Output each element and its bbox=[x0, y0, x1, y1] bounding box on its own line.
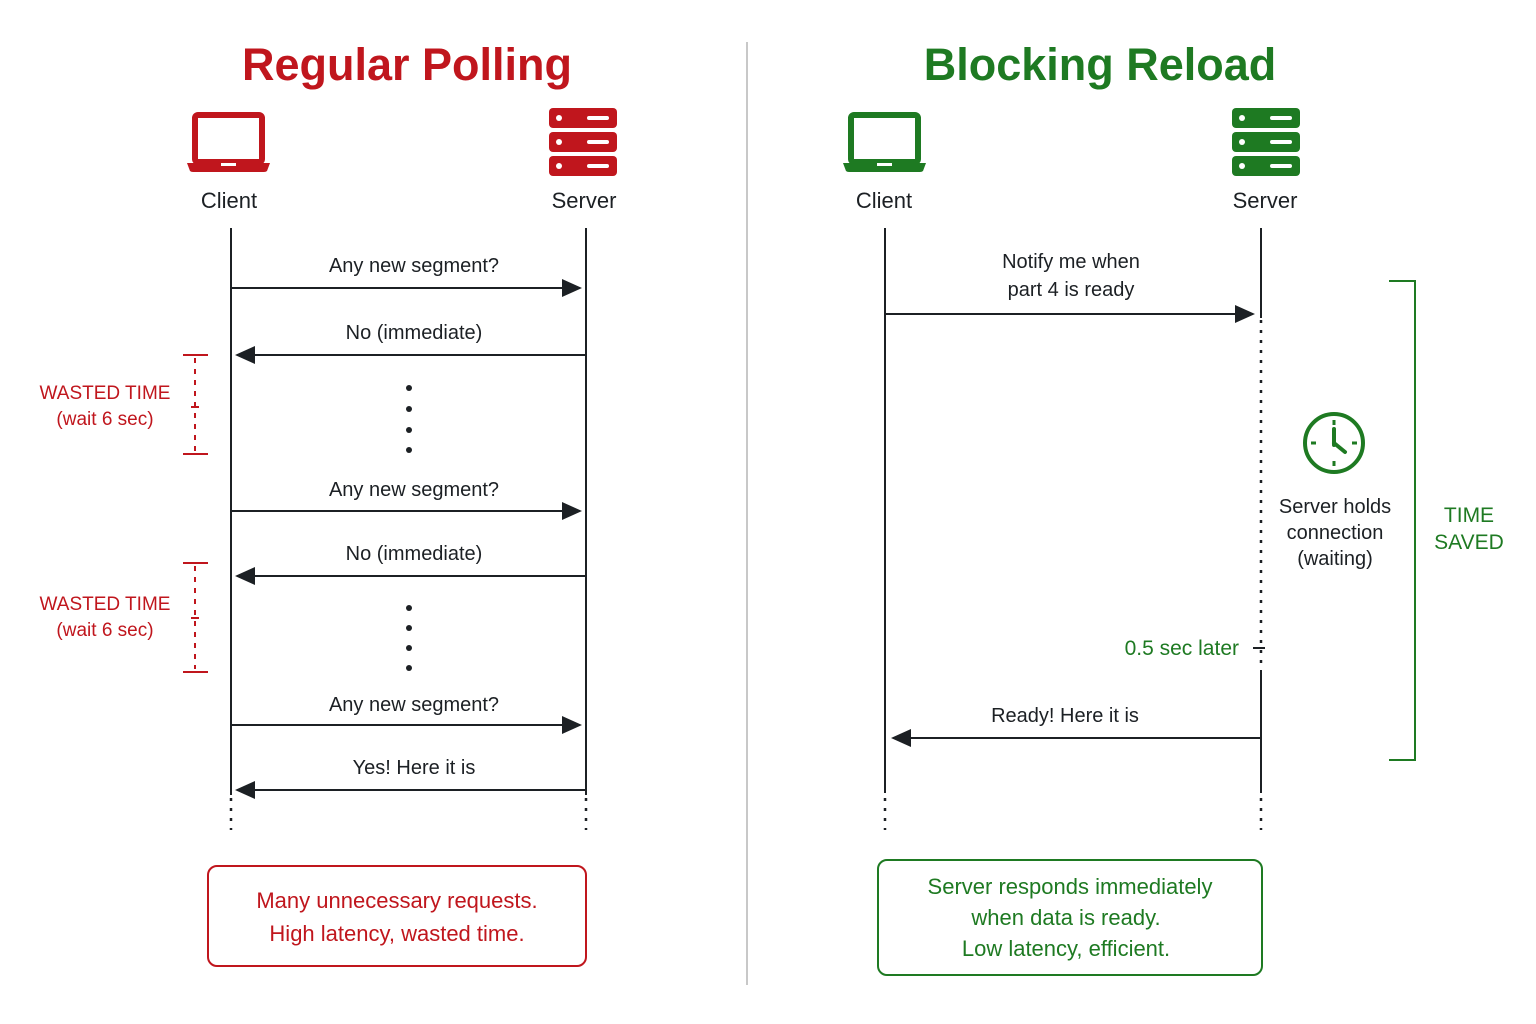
left-title: Regular Polling bbox=[242, 39, 572, 90]
left-message-3: Any new segment? bbox=[329, 479, 499, 501]
left-message-6: Yes! Here it is bbox=[353, 757, 476, 779]
wasted-time-label-1: WASTED TIME bbox=[40, 383, 171, 404]
wasted-time-bracket-2 bbox=[183, 562, 208, 673]
later-label: 0.5 sec later bbox=[1125, 637, 1239, 660]
left-summary-line-2: High latency, wasted time. bbox=[269, 921, 524, 946]
right-title: Blocking Reload bbox=[924, 39, 1277, 90]
right-summary-line-2: when data is ready. bbox=[970, 905, 1160, 930]
right-summary-line-3: Low latency, efficient. bbox=[962, 936, 1170, 961]
left-ellipsis-1 bbox=[406, 385, 412, 453]
server-rack-icon bbox=[1232, 108, 1300, 176]
right-client-label: Client bbox=[856, 188, 912, 213]
wasted-time-bracket-1 bbox=[183, 354, 208, 455]
time-saved-line-2: SAVED bbox=[1434, 531, 1504, 554]
right-summary-box bbox=[877, 859, 1263, 976]
left-message-1: Any new segment? bbox=[329, 255, 499, 277]
blocking-reload-panel: Blocking Reload Client Server bbox=[843, 39, 1504, 976]
laptop-icon bbox=[843, 112, 926, 172]
left-summary-box bbox=[207, 865, 587, 967]
server-holds-line-2: connection bbox=[1287, 522, 1384, 544]
right-summary-line-1: Server responds immediately bbox=[928, 874, 1213, 899]
laptop-icon bbox=[187, 112, 270, 172]
time-saved-line-1: TIME bbox=[1444, 504, 1494, 527]
left-message-2: No (immediate) bbox=[346, 322, 483, 344]
right-server-label: Server bbox=[1233, 188, 1298, 213]
right-request-line-1: Notify me when bbox=[1002, 251, 1140, 273]
right-response-label: Ready! Here it is bbox=[991, 705, 1139, 727]
right-request-line-2: part 4 is ready bbox=[1008, 279, 1135, 301]
wasted-time-sub-1: (wait 6 sec) bbox=[56, 409, 153, 430]
wasted-time-sub-2: (wait 6 sec) bbox=[56, 620, 153, 641]
server-holds-line-3: (waiting) bbox=[1297, 548, 1373, 570]
left-ellipsis-2 bbox=[406, 605, 412, 671]
left-server-label: Server bbox=[552, 188, 617, 213]
left-message-4: No (immediate) bbox=[346, 543, 483, 565]
left-client-label: Client bbox=[201, 188, 257, 213]
time-saved-bracket bbox=[1389, 280, 1416, 761]
left-message-5: Any new segment? bbox=[329, 694, 499, 716]
left-summary-line-1: Many unnecessary requests. bbox=[256, 888, 537, 913]
regular-polling-panel: Regular Polling Client Server Any new se bbox=[40, 39, 617, 967]
clock-icon bbox=[1303, 412, 1365, 474]
server-holds-line-1: Server holds bbox=[1279, 496, 1391, 518]
wasted-time-label-2: WASTED TIME bbox=[40, 594, 171, 615]
server-rack-icon bbox=[549, 108, 617, 176]
